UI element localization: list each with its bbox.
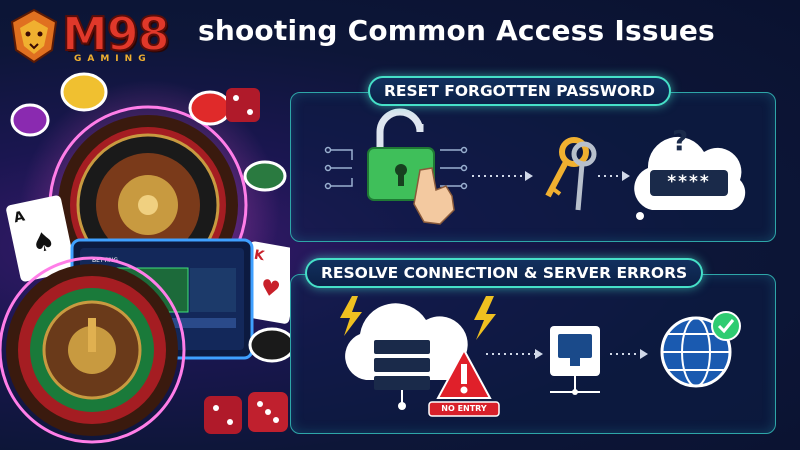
network-port-icon [550,326,600,395]
logo-subtitle: GAMING [74,54,152,64]
checkmark-icon [711,311,741,341]
page-title: shooting Common Access Issues [198,14,715,47]
brand-logo: M98 GAMING [8,6,208,66]
chip-stack-icon [10,72,287,192]
svg-text:K: K [253,248,266,265]
flow-arrow [598,171,630,181]
flow-arrow [610,349,648,359]
key-icon [545,137,597,211]
password-cloud-icon: ? [634,124,746,220]
password-mask: **** [667,172,711,192]
ace-card: A ♠ [6,195,76,282]
casino-illustration: A ♠ K ♥ BETTING [0,72,290,444]
roulette-wheel-front [0,256,186,444]
hand-pointer-icon [413,167,455,225]
no-entry-badge: NO ENTRY [441,404,487,413]
svg-text:♥: ♥ [258,275,282,303]
padlock-icon [367,108,435,201]
server-cloud-icon [345,303,469,410]
circuit-lines [324,146,468,190]
tablet-betting-label: BETTING [92,257,118,264]
svg-text:?: ? [672,124,688,157]
svg-text:A: A [12,209,26,227]
logo-wordmark: M98 [61,7,171,61]
dice-icon [226,88,260,122]
lightning-icon [340,296,496,340]
section-title-reset-password: RESET FORGOTTEN PASSWORD [368,76,671,106]
flow-arrow [472,171,533,181]
globe-icon [660,316,732,388]
section-title-connection-errors: RESOLVE CONNECTION & SERVER ERRORS [305,258,704,288]
king-card: K ♥ [238,241,290,324]
lion-head-icon [10,8,58,64]
warning-icon [428,347,500,417]
flow-arrow [486,349,543,359]
dice-icon [204,392,288,434]
